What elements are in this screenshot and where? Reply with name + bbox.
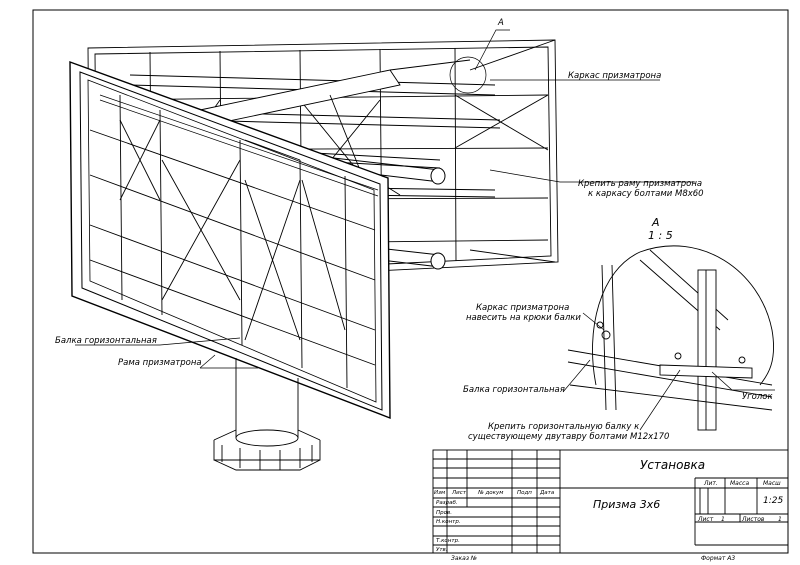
tb-row-utv: Утв. xyxy=(436,547,448,553)
tb-sheets-label: Листов xyxy=(742,516,765,523)
tb-col-sign: Подп xyxy=(517,490,532,496)
view-letter: A xyxy=(498,18,504,28)
detail-view-a xyxy=(567,245,774,431)
callout-fasten-beam-1: Крепить горизонтальную балку к xyxy=(488,422,640,432)
tb-col-doc: № докум xyxy=(478,490,504,496)
detail-title-letter: A xyxy=(652,216,660,229)
callout-hang-frame-1: Каркас призматрона xyxy=(476,303,570,313)
callout-fasten-beam-2: существующему двутавру болтами M12x170 xyxy=(468,432,670,442)
callout-hang-frame-2: навесить на крюки балки xyxy=(466,313,581,323)
tb-col-mass: Масса xyxy=(730,480,750,487)
detail-title-scale: 1 : 5 xyxy=(648,229,673,242)
tb-format: Формат А3 xyxy=(701,555,736,562)
leaders-main xyxy=(75,29,695,369)
tb-col-date: Дата xyxy=(540,490,555,496)
tb-row-tkontr: Т.контр. xyxy=(436,538,460,544)
callout-horizontal-beam-detail: Балка горизонтальная xyxy=(463,385,565,395)
tb-scale: 1:25 xyxy=(763,496,784,506)
tb-row-razrab: Разраб. xyxy=(436,500,458,506)
callout-fasten-frame-1: Крепить раму призматрона xyxy=(578,179,703,189)
callout-horizontal-beam: Балка горизонтальная xyxy=(55,336,157,346)
tb-order: Заказ № xyxy=(451,555,478,562)
tb-col-scale: Масш xyxy=(763,480,781,487)
tb-row-prov: Пров. xyxy=(436,510,452,516)
sheet-border xyxy=(32,9,789,554)
tb-sheets-num: 1 xyxy=(778,516,782,523)
leaders-detail xyxy=(562,312,775,431)
tb-product-name: Призма 3х6 xyxy=(593,498,661,511)
callout-angle: Уголок xyxy=(742,392,773,402)
tb-col-izm: Изм xyxy=(434,490,446,496)
callout-fasten-frame-2: к каркасу болтами M8x60 xyxy=(588,189,704,199)
tb-col-list: Лист xyxy=(452,490,466,496)
tb-col-lit: Лит. xyxy=(704,480,718,487)
tb-sheet-label: Лист xyxy=(698,516,714,523)
callout-prism-frame: Рама призматрона xyxy=(118,358,202,368)
tb-row-nkontr: Н.контр. xyxy=(436,519,461,525)
callout-frame: Каркас призматрона xyxy=(568,71,662,81)
tb-doc-title: Установка xyxy=(640,458,706,472)
title-block-lines xyxy=(432,449,789,554)
main-view xyxy=(69,39,559,471)
tb-sheet-num: 1 xyxy=(721,516,725,523)
